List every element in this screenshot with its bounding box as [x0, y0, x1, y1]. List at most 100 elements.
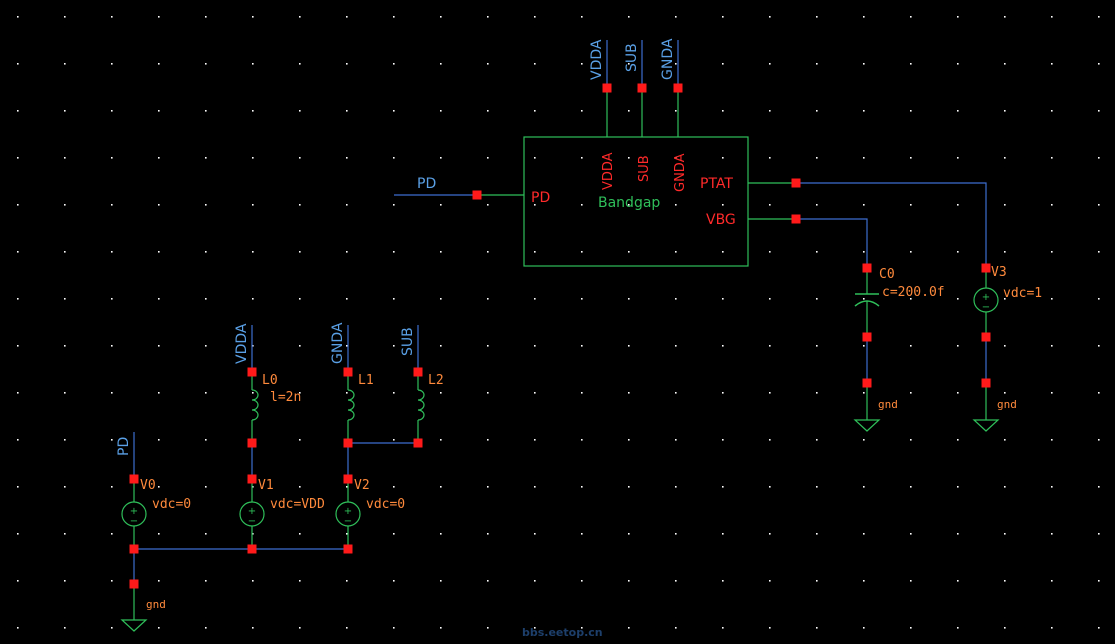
pin-label-ptat: PTAT [700, 176, 733, 192]
grid-dot [722, 157, 724, 159]
pin-bandgap-gnda[interactable] [673, 83, 683, 93]
vsource-v0[interactable]: + − V0 vdc=0 [121, 478, 191, 549]
bandgap-symbol[interactable]: Bandgap VDDA SUB GNDA PD PTAT VBG [477, 88, 796, 267]
grid-dot [17, 439, 19, 441]
grid-dot [158, 345, 160, 347]
wires[interactable] [133, 40, 987, 584]
pin-bandgap-pd[interactable] [472, 190, 482, 200]
grid-dot [1004, 392, 1006, 394]
grid-dot [534, 486, 536, 488]
capacitor-c0[interactable]: C0 c=200.0f [854, 267, 945, 337]
pin-v0-bottom[interactable] [129, 544, 139, 554]
pin-v1-bottom[interactable] [247, 544, 257, 554]
grid-dot [1098, 345, 1100, 347]
grid-dot [393, 251, 395, 253]
grid-dot [910, 486, 912, 488]
pin-c0-top[interactable] [862, 263, 872, 273]
grid-dot [534, 298, 536, 300]
grid-dot [64, 345, 66, 347]
grid-dot [675, 627, 677, 629]
grid-dot [64, 157, 66, 159]
grid-dot [769, 251, 771, 253]
grid-dot [816, 204, 818, 206]
l2-name: L2 [428, 373, 444, 388]
pin-bandgap-vdda[interactable] [602, 83, 612, 93]
v1-plus-icon: + [248, 506, 256, 517]
grid-dot [1051, 110, 1053, 112]
grid-dot [393, 157, 395, 159]
grid-dot [675, 110, 677, 112]
pin-v2-top[interactable] [343, 474, 353, 484]
pin-v2-bottom[interactable] [343, 544, 353, 554]
wire-ptat[interactable] [796, 182, 987, 268]
pin-l0-bottom[interactable] [247, 438, 257, 448]
v2-name: V2 [354, 478, 370, 493]
grid-dot [64, 251, 66, 253]
grid-dot [17, 110, 19, 112]
ground-v0[interactable]: gnd [120, 584, 166, 632]
pin-bandgap-ptat[interactable] [791, 178, 801, 188]
grid-dot [722, 627, 724, 629]
pin-l0-top[interactable] [247, 367, 257, 377]
inductor-l0[interactable]: L0 l=2n [251, 372, 301, 443]
inductor-l1[interactable]: L1 [347, 372, 374, 443]
pin-gnd-v3[interactable] [981, 378, 991, 388]
pin-bandgap-vbg[interactable] [791, 214, 801, 224]
grid-dot [628, 486, 630, 488]
grid-dot [957, 298, 959, 300]
grid-dot [863, 204, 865, 206]
grid-dot [581, 110, 583, 112]
grid-dot [487, 298, 489, 300]
grid-dot [252, 627, 254, 629]
grid-dot [675, 392, 677, 394]
pin-l2-top[interactable] [413, 367, 423, 377]
wire-vbg[interactable] [796, 218, 868, 268]
pin-gnd-c0[interactable] [862, 378, 872, 388]
pin-v0-top[interactable] [129, 474, 139, 484]
ground-v3[interactable]: gnd [972, 383, 1017, 432]
connection-points[interactable] [129, 83, 991, 589]
grid-dot [957, 392, 959, 394]
pin-l1-top[interactable] [343, 367, 353, 377]
grid-dot [722, 439, 724, 441]
pin-l2-bottom[interactable] [413, 438, 423, 448]
grid-dot [17, 63, 19, 65]
grid-dot [910, 157, 912, 159]
bandgap-box[interactable] [523, 136, 749, 267]
ground-c0[interactable]: gnd [853, 383, 898, 432]
grid-dot [440, 533, 442, 535]
grid-dot [628, 627, 630, 629]
gnd-v3-label: gnd [997, 398, 1017, 411]
grid-dot [158, 533, 160, 535]
pin-v1-top[interactable] [247, 474, 257, 484]
grid-dot [17, 345, 19, 347]
vsource-v3[interactable]: + − V3 vdc=1 [973, 265, 1042, 337]
pin-l1-bottom[interactable] [343, 438, 353, 448]
vsource-v2[interactable]: + − V2 vdc=0 [335, 478, 405, 549]
grid-dot [769, 392, 771, 394]
pin-v3-bottom[interactable] [981, 332, 991, 342]
grid-dot [581, 251, 583, 253]
grid-dot [17, 533, 19, 535]
grid-dot [722, 580, 724, 582]
grid-dot [628, 533, 630, 535]
grid-dot [1098, 63, 1100, 65]
grid-dot [1051, 157, 1053, 159]
inductor-l2[interactable]: L2 [417, 372, 444, 443]
pin-gnd-v0[interactable] [129, 579, 139, 589]
grid-dot [722, 110, 724, 112]
pin-c0-bottom[interactable] [862, 332, 872, 342]
grid-dot [1004, 580, 1006, 582]
pin-label-vdda: VDDA [601, 152, 616, 190]
grid-dot [252, 392, 254, 394]
grid-dot [910, 63, 912, 65]
grid-dot [487, 251, 489, 253]
pin-v3-top[interactable] [981, 263, 991, 273]
vsource-v1[interactable]: + − V1 vdc=VDD [239, 478, 325, 549]
grid-dot [252, 110, 254, 112]
grid-dot [816, 16, 818, 18]
grid-dot [581, 580, 583, 582]
pin-bandgap-sub[interactable] [637, 83, 647, 93]
v1-minus-icon: − [248, 516, 256, 527]
